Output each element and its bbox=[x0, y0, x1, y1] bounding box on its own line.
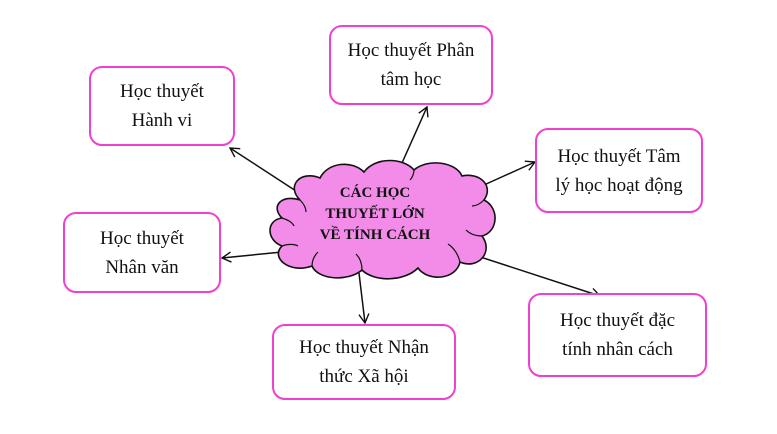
node-phan-tam-hoc: Học thuyết Phân tâm học bbox=[329, 25, 493, 105]
center-topic-line-3: VỀ TÍNH CÁCH bbox=[319, 227, 431, 243]
arrow-to-tam-ly-hoc-hoat-dong bbox=[483, 160, 537, 186]
node-tam-ly-hoc-hoat-dong-line-1: Học thuyết Tâm bbox=[557, 145, 681, 167]
node-nhan-thuc-xa-hoi: Học thuyết Nhận thức Xã hội bbox=[272, 324, 456, 400]
node-nhan-thuc-xa-hoi-line-1: Học thuyết Nhận bbox=[299, 337, 429, 358]
center-topic-line-2: THUYẾT LỚN bbox=[325, 206, 425, 222]
node-dac-tinh-nhan-cach-line-1: Học thuyết đặc bbox=[559, 310, 675, 331]
arrow-to-phan-tam-hoc bbox=[401, 105, 429, 164]
node-tam-ly-hoc-hoat-dong-line-2: lý học hoạt động bbox=[555, 174, 683, 196]
arrow-to-dac-tinh-nhan-cach bbox=[464, 251, 602, 299]
node-tam-ly-hoc-hoat-dong: Học thuyết Tâm lý học hoạt động bbox=[535, 128, 703, 213]
node-phan-tam-hoc-line-1: Học thuyết Phân bbox=[347, 40, 475, 61]
node-phan-tam-hoc-line-2: tâm học bbox=[380, 69, 442, 90]
node-nhan-thuc-xa-hoi-line-2: thức Xã hội bbox=[319, 366, 409, 387]
node-dac-tinh-nhan-cach-line-2: tính nhân cách bbox=[562, 339, 673, 360]
node-hanh-vi-line-1: Học thuyết bbox=[120, 81, 204, 102]
center-cloud-shape bbox=[269, 159, 496, 280]
arrow-to-hanh-vi bbox=[228, 147, 297, 192]
center-topic-line-1: CÁC HỌC bbox=[339, 185, 411, 201]
node-nhan-van: Học thuyết Nhân văn bbox=[63, 212, 221, 293]
arrow-to-nhan-van bbox=[220, 251, 283, 263]
node-nhan-van-line-1: Học thuyết bbox=[100, 227, 184, 249]
node-dac-tinh-nhan-cach: Học thuyết đặc tính nhân cách bbox=[528, 293, 707, 377]
arrow-to-nhan-thuc-xa-hoi bbox=[358, 272, 370, 325]
center-topic: CÁC HỌC THUYẾT LỚN VỀ TÍNH CÁCH bbox=[300, 183, 450, 246]
node-hanh-vi: Học thuyết Hành vi bbox=[89, 66, 235, 146]
node-hanh-vi-line-2: Hành vi bbox=[131, 110, 193, 131]
node-nhan-van-line-2: Nhân văn bbox=[105, 256, 179, 278]
